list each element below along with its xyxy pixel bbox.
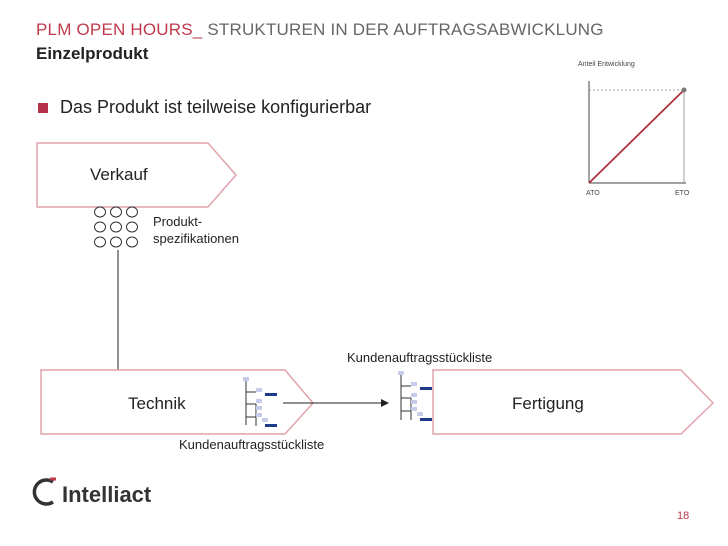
mini-chart-end-point bbox=[681, 87, 687, 93]
bom-tree-icon bbox=[398, 371, 432, 421]
bom-bottom-label: Kundenauftragsstückliste bbox=[179, 437, 325, 452]
bom-top-label: Kundenauftragsstückliste bbox=[347, 350, 493, 365]
title-accent: PLM OPEN HOURS_ bbox=[36, 20, 203, 39]
spec-circle bbox=[126, 221, 138, 233]
engineering-process-shape bbox=[40, 369, 314, 435]
spec-circle bbox=[126, 236, 138, 248]
mini-chart-x-start-label: ATO bbox=[586, 190, 600, 197]
page-number: 18 bbox=[677, 510, 690, 522]
product-spec-circles bbox=[94, 206, 138, 248]
product-specs-label: Produkt- spezifikationen bbox=[153, 213, 239, 247]
engineering-label: Technik bbox=[128, 394, 186, 413]
spec-circle bbox=[94, 236, 106, 248]
spec-circle bbox=[110, 221, 122, 233]
spec-circle bbox=[94, 221, 106, 233]
page-title: PLM OPEN HOURS_ STRUKTUREN IN DER AUFTRA… bbox=[36, 20, 604, 40]
bullet-text: Das Produkt ist teilweise konfigurierbar bbox=[60, 97, 372, 117]
product-specs-line2: spezifikationen bbox=[153, 231, 239, 246]
manufacturing-process-shape bbox=[432, 369, 715, 435]
manufacturing-label: Fertigung bbox=[512, 394, 584, 413]
product-specs-line1: Produkt- bbox=[153, 214, 203, 229]
bom-tree-icon bbox=[243, 377, 277, 427]
spec-circle bbox=[94, 206, 106, 218]
intelliact-logo-text: Intelliact bbox=[62, 482, 152, 507]
spec-circle bbox=[126, 206, 138, 218]
sales-label: Verkauf bbox=[90, 165, 148, 184]
intelliact-logo-icon bbox=[32, 477, 56, 506]
bullet-square-icon bbox=[38, 103, 48, 113]
mini-chart-x-end-label: ETO bbox=[675, 190, 690, 197]
mini-chart bbox=[588, 81, 687, 184]
sales-process-shape bbox=[36, 142, 237, 208]
title-rest: STRUKTUREN IN DER AUFTRAGSABWICKLUNG bbox=[202, 20, 604, 39]
page-subtitle: Einzelprodukt bbox=[36, 44, 149, 63]
spec-circle bbox=[110, 206, 122, 218]
spec-circle bbox=[110, 236, 122, 248]
mini-chart-trend-line bbox=[588, 89, 685, 184]
mini-chart-title: Anteil Entwicklung bbox=[578, 61, 635, 68]
